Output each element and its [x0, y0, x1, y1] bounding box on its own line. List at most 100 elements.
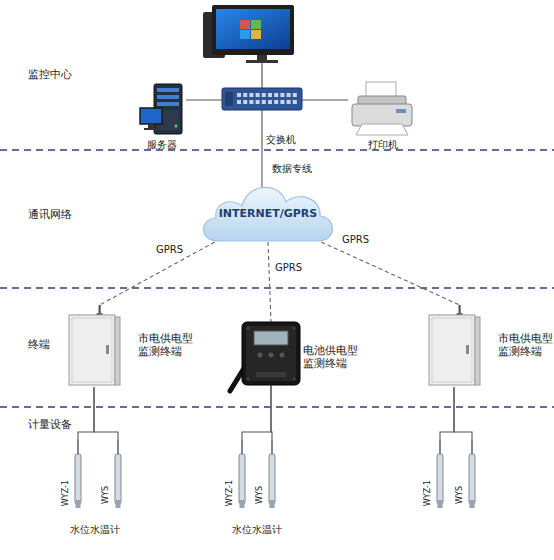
switch-port: [268, 100, 272, 104]
switch-port: [293, 93, 297, 97]
door-seam: [72, 318, 112, 382]
switch-port: [237, 93, 241, 97]
layer-separator: [0, 287, 554, 289]
pc-monitor: [212, 5, 294, 55]
door-lock: [466, 345, 469, 354]
device-key: [280, 353, 285, 358]
sensor-tip: [240, 500, 245, 508]
screen-logo: [251, 30, 261, 39]
level-sensor-shape: [436, 440, 444, 512]
device-key: [258, 353, 263, 358]
monitor-stand: [148, 124, 154, 128]
wireless-link: [100, 242, 215, 305]
switch-port: [262, 100, 266, 104]
node-label: 市电供电型 监测终端: [138, 332, 193, 358]
sensor-cable: [271, 440, 272, 454]
cabinet-side: [475, 317, 480, 385]
device-display: [254, 331, 288, 345]
link-label: GPRS: [275, 262, 302, 274]
mains-terminal: 市电供电型 监测终端: [66, 305, 122, 387]
wireless-link: [268, 242, 271, 322]
mains-terminal-shape: [66, 305, 122, 387]
wire-link: [78, 387, 94, 440]
temp-sensor: WYS: [268, 440, 276, 512]
wire-link: [454, 387, 472, 440]
link-label: 数据专线: [272, 163, 312, 175]
switch-port: [237, 100, 241, 104]
device-face: [246, 326, 296, 381]
device-key: [269, 353, 274, 358]
monitor-base: [144, 128, 158, 130]
sensor-tip: [470, 500, 475, 508]
temp-sensor-shape: [268, 440, 276, 512]
cabinet-door: [69, 315, 115, 385]
paper-out: [356, 124, 408, 135]
server-monitor: [140, 108, 162, 124]
sensor-model: WYS: [102, 486, 110, 504]
wire-link: [94, 387, 118, 440]
server-icon-shape: [138, 82, 186, 136]
device-bolt: [247, 378, 250, 381]
network-switch-shape: [222, 88, 302, 110]
door-seam: [432, 318, 472, 382]
switch-port: [243, 100, 247, 104]
switch-port: [249, 100, 253, 104]
printer-icon-shape: [348, 82, 416, 136]
switch-port: [287, 93, 291, 97]
screen-logo: [240, 20, 250, 29]
temp-sensor: WYS: [114, 440, 122, 512]
door-lock: [106, 345, 109, 354]
drive-bay: [157, 88, 179, 92]
switch-port: [243, 93, 247, 97]
device-bolt: [247, 327, 250, 330]
sensor-cable: [117, 440, 118, 454]
temp-sensor-shape: [114, 440, 122, 512]
link-label: GPRS: [156, 244, 183, 256]
device-bolt: [293, 378, 296, 381]
mains-terminal-shape: [426, 305, 482, 387]
sensor-cable: [241, 440, 242, 454]
cabinet-door: [429, 315, 475, 385]
switch-port: [268, 93, 272, 97]
sensor-body: [469, 454, 475, 504]
sensor-model: WYS: [456, 486, 464, 504]
sensor-model: WYZ-1: [62, 480, 70, 506]
node-label: 打印机: [365, 139, 401, 152]
device-plate: [256, 372, 286, 377]
sensor-model: WYZ-1: [424, 480, 432, 506]
wire-link: [186, 99, 222, 100]
cabinet-side: [115, 317, 120, 385]
pc-base: [246, 60, 278, 63]
device-caption: 水位水温计: [70, 524, 120, 536]
pc-screen: [216, 9, 290, 49]
layer-label: 监控中心: [28, 68, 72, 81]
drive-bay: [157, 95, 179, 99]
sensor-tip: [438, 500, 443, 508]
device-caption: 水位水温计: [232, 524, 282, 536]
drive-bay: [157, 102, 179, 106]
status-light: [175, 125, 178, 128]
layer-label: 计量设备: [28, 418, 72, 431]
wire-link: [302, 99, 348, 100]
switch-port: [256, 93, 260, 97]
switch-port: [256, 100, 260, 104]
screen-logo: [240, 30, 250, 39]
node-label: INTERNET/GPRS: [198, 207, 338, 221]
sensor-cable: [471, 440, 472, 454]
switch-panel: [225, 92, 233, 106]
layer-label: 终端: [28, 338, 50, 351]
screen-logo: [251, 20, 261, 29]
link-label: GPRS: [342, 234, 369, 246]
network-cloud: INTERNET/GPRS: [198, 188, 338, 242]
wire-link: [271, 385, 272, 440]
level-sensor: WYZ-1: [436, 440, 444, 512]
level-sensor-shape: [74, 440, 82, 512]
level-sensor-shape: [238, 440, 246, 512]
level-sensor: WYZ-1: [238, 440, 246, 512]
node-label: 交换机: [266, 134, 306, 147]
battery-terminal: 电池供电型 监测终端: [242, 322, 300, 385]
wireless-link: [321, 242, 459, 305]
wire-link: [261, 110, 262, 188]
sensor-cable: [77, 440, 78, 454]
